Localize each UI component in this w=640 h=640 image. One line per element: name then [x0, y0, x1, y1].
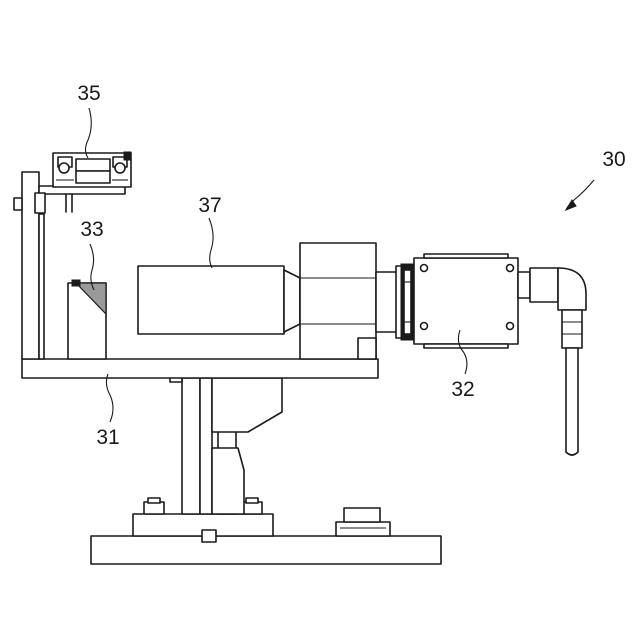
label-35: 35: [77, 82, 100, 105]
label-33: 33: [80, 218, 103, 241]
base-plate: [91, 508, 441, 564]
bearing-assembly: [53, 152, 131, 187]
prism-holder: [68, 280, 106, 359]
camera-body: [396, 254, 518, 348]
label-32: 32: [451, 378, 474, 401]
support-column: [170, 376, 282, 514]
main-base-beam: [22, 359, 378, 378]
label-31: 31: [96, 426, 119, 449]
lens-mount-housing: [300, 243, 400, 359]
camera-connector: [518, 268, 586, 455]
label-30: 30: [602, 148, 625, 171]
label-37: 37: [198, 194, 221, 217]
